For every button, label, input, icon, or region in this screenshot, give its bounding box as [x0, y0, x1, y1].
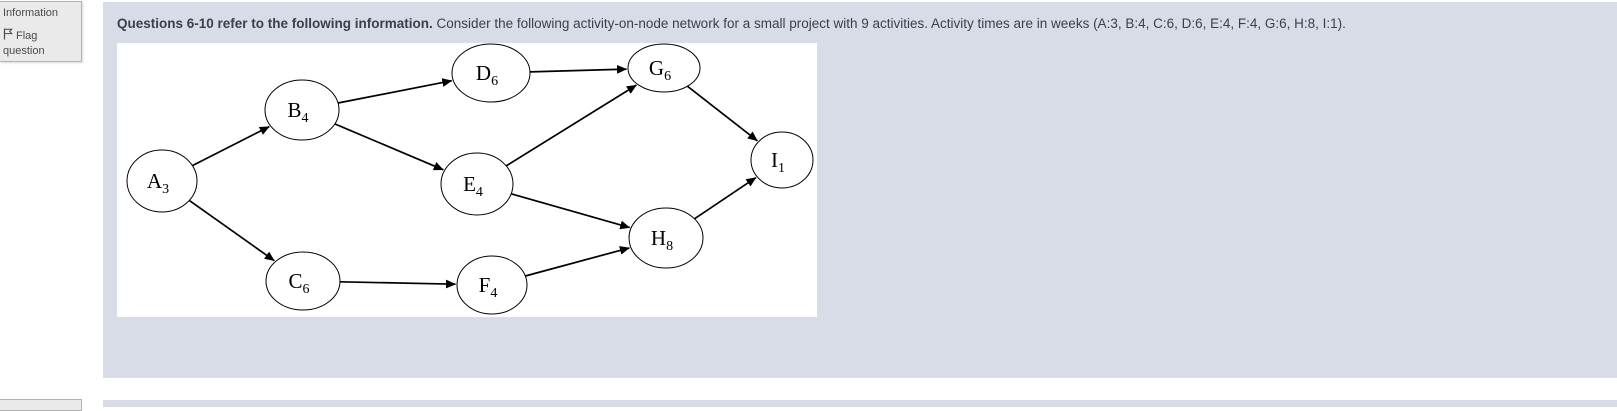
edge-D-G	[529, 64, 627, 74]
edge-B-E	[334, 123, 444, 171]
activity-node-C: C6	[265, 251, 341, 311]
node-label-G: G6	[649, 56, 671, 84]
question-type-label: Information	[3, 7, 59, 19]
question-intro-body: Consider the following activity-on-node …	[436, 16, 1346, 31]
edge-G-I	[686, 85, 758, 142]
flag-question-label: Flag question	[3, 29, 45, 57]
node-label-D: D6	[476, 61, 498, 89]
edge-F-H	[525, 246, 630, 277]
edge-A-B	[192, 125, 270, 167]
edge-E-G	[505, 84, 637, 167]
question-info-box: Information Flag question	[0, 1, 82, 62]
activity-node-I: I1	[750, 131, 814, 189]
edge-B-D	[337, 78, 453, 104]
question-intro-text: Questions 6-10 refer to the following in…	[117, 15, 1597, 33]
flag-icon	[3, 28, 16, 42]
activity-node-B: B4	[264, 79, 340, 141]
activity-node-H: H8	[628, 207, 704, 269]
question-panel: Questions 6-10 refer to the following in…	[103, 2, 1617, 378]
activity-node-E: E4	[440, 152, 514, 216]
edge-A-C	[188, 199, 275, 262]
activity-node-D: D6	[451, 43, 531, 103]
node-label-F: F4	[479, 273, 498, 301]
edge-H-I	[694, 176, 757, 220]
edge-C-F	[339, 279, 456, 289]
flag-question-link[interactable]: Flag question	[3, 28, 78, 59]
node-label-H: H8	[651, 226, 673, 254]
node-label-E: E4	[463, 172, 483, 200]
next-question-info-box-partial	[0, 399, 82, 411]
question-intro-bold: Questions 6-10 refer to the following in…	[117, 16, 433, 31]
activity-node-G: G6	[627, 43, 701, 93]
node-label-C: C6	[288, 269, 309, 297]
activity-node-A: A3	[126, 149, 198, 213]
node-label-B: B4	[287, 98, 308, 126]
node-label-A: A3	[147, 169, 169, 197]
next-question-panel-partial	[103, 400, 1617, 407]
edge-E-H	[510, 192, 631, 230]
node-label-I: I1	[771, 148, 785, 176]
activity-node-F: F4	[456, 255, 528, 315]
